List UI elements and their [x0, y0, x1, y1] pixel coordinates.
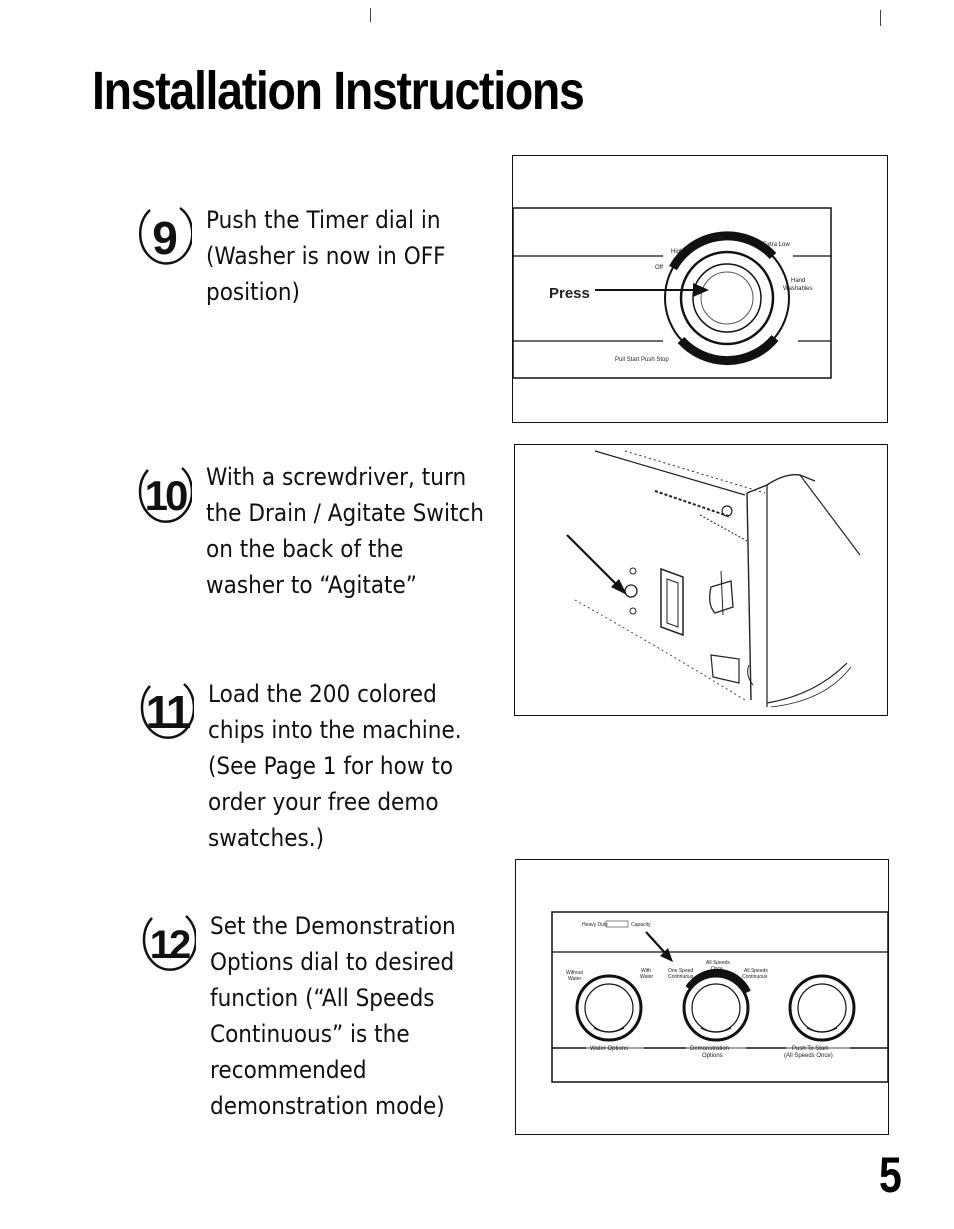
timer-label-low: Low — [713, 235, 725, 241]
step-12-text: Set the Demonstration Options dial to de… — [210, 908, 456, 1124]
label-capacity: Capacity — [631, 922, 651, 928]
label-all-speeds-continuous-1: All Speeds — [744, 968, 768, 974]
step-11-line-5: swatches.) — [208, 824, 325, 852]
push-to-start-knob-icon — [788, 974, 856, 1042]
label-with: With — [641, 968, 651, 974]
water-options-knob-icon — [575, 974, 643, 1042]
step-11-text: Load the 200 colored chips into the mach… — [208, 676, 462, 856]
capacity-badge-icon — [605, 920, 629, 928]
step-10-number-badge: 10 — [136, 458, 192, 530]
step-9-number-badge: 9 — [136, 200, 192, 272]
step-9-number: 9 — [152, 212, 178, 264]
step-12-line-1: Set the Demonstration — [210, 912, 456, 940]
label-demonstration: Demonstration — [690, 1046, 729, 1052]
label-one-speed: One Speed — [668, 968, 694, 974]
step-10-text: With a screwdriver, turn the Drain / Agi… — [206, 459, 484, 603]
label-all-speeds-once-1: All Speeds — [706, 960, 730, 966]
demonstration-pointer-arrow-icon — [660, 948, 673, 962]
step-10-line-1: With a screwdriver, turn — [206, 463, 467, 491]
step-12-number: 12 — [150, 923, 190, 967]
label-all-speeds-continuous-2: Continuous — [742, 974, 768, 980]
step-9-line-2: (Washer is now in OFF — [206, 242, 446, 270]
page-number: 5 — [879, 1147, 902, 1203]
page-title: Installation Instructions — [92, 61, 585, 121]
timer-label-high: High — [671, 249, 683, 255]
step-10-line-4: washer to “Agitate” — [206, 571, 417, 599]
step-12-line-2: Options dial to desired — [210, 948, 455, 976]
timer-label-extra-low: Extra Low — [763, 242, 790, 248]
step-11-number-badge: 11 — [138, 674, 194, 746]
timer-dial-icon — [664, 231, 790, 366]
step-12-line-5: recommended — [210, 1056, 367, 1084]
press-label: Press — [549, 285, 590, 302]
washer-back-illustration-icon — [574, 450, 861, 708]
step-11-line-2: chips into the machine. — [208, 716, 462, 744]
label-options: Options — [702, 1053, 723, 1059]
label-without: Without — [566, 970, 584, 976]
timer-label-hand: Hand — [791, 278, 805, 284]
step-11-line-3: (See Page 1 for how to — [208, 752, 454, 780]
step-12-number-badge: 12 — [140, 906, 196, 978]
label-one-speed-continuous: Continuous — [668, 974, 694, 980]
crop-mark-right — [880, 10, 881, 26]
step-11-number: 11 — [146, 686, 191, 738]
step-11-line-1: Load the 200 colored — [208, 680, 437, 708]
step-9-text: Push the Timer dial in (Washer is now in… — [206, 202, 446, 310]
step-10-line-2: the Drain / Agitate Switch — [206, 499, 485, 527]
label-all-speeds-once-note: (All Speeds Once) — [784, 1053, 833, 1059]
label-heavy-duty: Heavy Duty — [582, 922, 608, 928]
step-10-number: 10 — [145, 472, 187, 519]
label-push-to-start: Push To Start — [792, 1046, 828, 1052]
demonstration-options-knob-icon — [682, 968, 751, 1042]
drain-agitate-switch-figure — [514, 444, 888, 716]
step-12-line-4: Continuous” is the — [210, 1020, 410, 1048]
switch-pointer-arrow-icon — [611, 579, 627, 595]
timer-label-off: Off — [655, 265, 663, 271]
timer-label-washables: Washables — [783, 286, 812, 292]
press-arrow-icon — [693, 283, 709, 297]
label-without-water: Water — [568, 976, 581, 982]
step-11-line-4: order your free demo — [208, 788, 439, 816]
timer-label-pull-push: Pull Start Push Stop — [615, 357, 669, 363]
step-9-line-3: position) — [206, 278, 300, 306]
step-10-line-3: on the back of the — [206, 535, 404, 563]
step-12-line-6: demonstration mode) — [210, 1092, 445, 1120]
timer-dial-figure: Press Low Extra Low High Off Hand Washab… — [512, 155, 888, 423]
step-12-line-3: function (“All Speeds — [210, 984, 435, 1012]
crop-mark-left — [370, 8, 371, 22]
demonstration-options-figure: Heavy Duty Capacity Without Water With W… — [515, 859, 889, 1135]
label-water-options: Water Options — [590, 1046, 628, 1052]
label-with-water: Water — [640, 974, 653, 980]
step-9-line-1: Push the Timer dial in — [206, 206, 441, 234]
